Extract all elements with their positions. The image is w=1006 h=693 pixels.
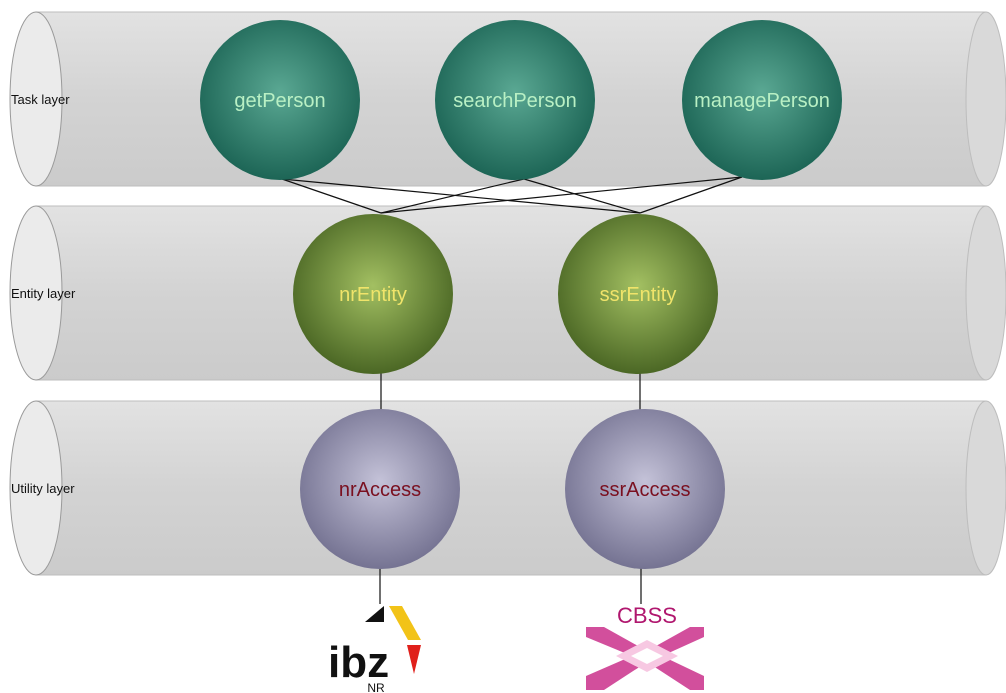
task-layer-label: Task layer [11,92,70,107]
edge-manageperson-nrentity [380,176,743,214]
node-ssrentity-label: ssrEntity [600,284,677,306]
node-searchperson-label: searchPerson [453,90,576,112]
utility-layer-label: Utility layer [11,481,75,496]
node-ssraccess-label: ssrAccess [599,479,690,501]
node-ssrentity[interactable]: ssrEntity [558,214,718,374]
node-getperson[interactable]: getPerson [200,20,360,180]
node-nraccess[interactable]: nrAccess [300,409,460,569]
node-nraccess-label: nrAccess [339,479,421,501]
utility-layer-cylinder [9,400,1006,576]
cbss-logo-icon: CBSS [586,603,704,690]
cbss-logo-text: CBSS [617,603,677,628]
edge-getperson-nrentity [281,178,382,214]
connector-lines [281,176,743,604]
node-manageperson-label: managePerson [694,90,830,112]
node-searchperson[interactable]: searchPerson [435,20,595,180]
node-ssraccess[interactable]: ssrAccess [565,409,725,569]
edge-searchperson-nrentity [380,178,525,214]
entity-layer-label: Entity layer [11,286,76,301]
entity-layer-cylinder [9,205,1006,381]
node-nrentity-label: nrEntity [339,284,407,306]
edge-manageperson-ssrentity [639,176,743,214]
node-getperson-label: getPerson [234,90,325,112]
edge-searchperson-ssrentity [523,178,641,214]
edge-getperson-ssrentity [281,178,641,214]
nr-caption: NR [367,681,385,693]
node-nrentity[interactable]: nrEntity [293,214,453,374]
node-manageperson[interactable]: managePerson [682,20,842,180]
ibz-logo-text: ibz [328,638,389,687]
ibz-logo-icon: ibz NR [328,606,421,693]
